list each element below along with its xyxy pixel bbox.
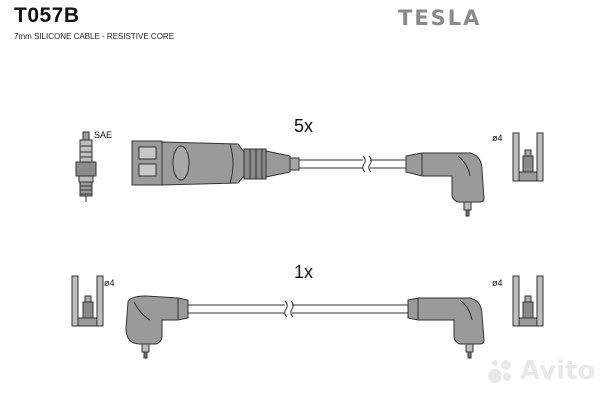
brand-logo: TESLA: [398, 6, 482, 30]
watermark-text: Avito: [520, 356, 596, 386]
part-number: T057B: [14, 4, 80, 27]
bottom-cable: [125, 295, 485, 359]
diameter-bottom-right: ø4: [492, 278, 503, 288]
spark-plug-icon: [75, 131, 97, 202]
cable-spec-subtitle: 7mm SILICONE CABLE - RESISTIVE CORE: [14, 32, 175, 41]
sae-label: SAE: [94, 130, 113, 140]
diameter-top-right: ø4: [492, 133, 503, 143]
terminal-top-right-icon: [512, 132, 544, 182]
avito-logo-icon: [488, 360, 511, 383]
avito-watermark: Avito: [486, 356, 595, 386]
top-cable: [131, 140, 485, 217]
terminal-bottom-right-icon: [512, 275, 544, 327]
quantity-bottom-cable: 1x: [294, 262, 314, 282]
diameter-bottom-left: ø4: [104, 278, 115, 288]
quantity-top-cable: 5x: [294, 116, 314, 136]
terminal-bottom-left-icon: [71, 275, 104, 327]
